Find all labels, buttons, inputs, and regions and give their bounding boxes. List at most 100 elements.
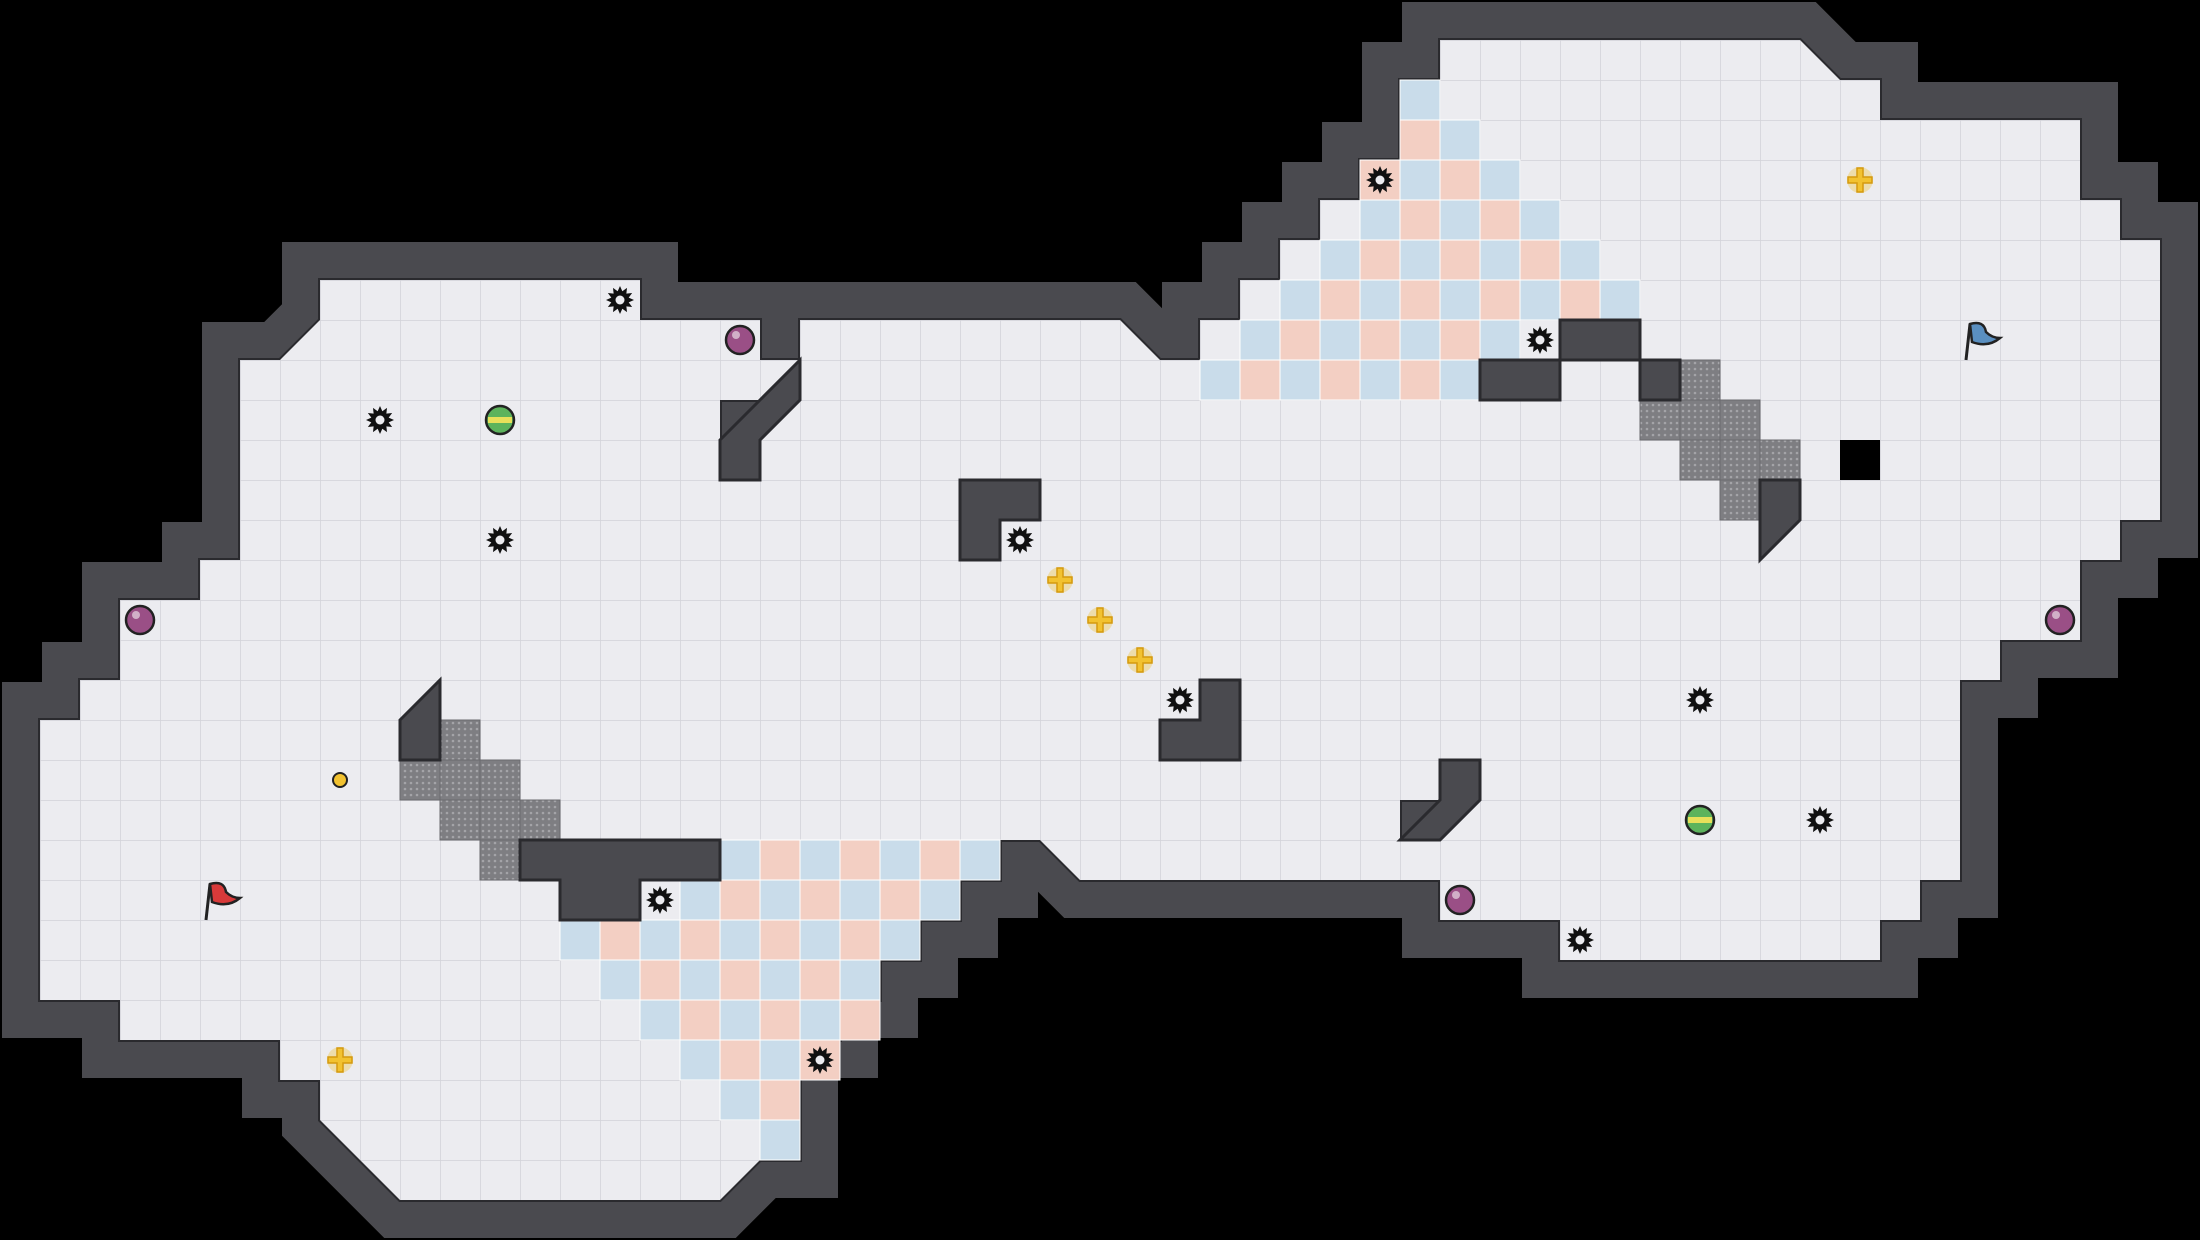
colored-tile (1439, 279, 1481, 321)
spiky-mine-icon (646, 886, 674, 914)
spike-center (1375, 175, 1385, 185)
spiky-mine-icon (1806, 806, 1834, 834)
orb-body (2044, 604, 2076, 636)
colored-tile (879, 879, 921, 921)
colored-tile (1199, 359, 1241, 401)
floor-grate (1719, 479, 1761, 521)
spiky-mine-icon (806, 1046, 834, 1074)
spike-center (1175, 695, 1185, 705)
colored-tile (1439, 319, 1481, 361)
colored-tile (1399, 359, 1441, 401)
spiky-mine-icon (1686, 686, 1714, 714)
inner-wall-block (1478, 318, 1682, 402)
spiky-mine-icon (486, 526, 514, 554)
green-orb-icon (1684, 804, 1716, 836)
coin-cross (1087, 607, 1113, 633)
colored-tile (639, 919, 681, 961)
colored-tile (1439, 119, 1481, 161)
spiky-mine-icon (1366, 166, 1394, 194)
colored-tile (679, 959, 721, 1001)
spike-center (1015, 535, 1025, 545)
flag-pole (1964, 323, 1972, 361)
colored-tile (1399, 319, 1441, 361)
colored-tile (879, 919, 921, 961)
blue-flag-icon (1964, 321, 2004, 361)
gold-coin-icon (1087, 607, 1113, 633)
colored-tile (1359, 359, 1401, 401)
orb-body (724, 324, 756, 356)
orb-band (1688, 817, 1712, 823)
inner-walls (398, 318, 1802, 922)
colored-tile (1479, 159, 1521, 201)
spike-center (1575, 935, 1585, 945)
pit-hole-icon (1840, 440, 1880, 480)
floor-grate (479, 839, 521, 881)
purple-orb-icon (724, 324, 756, 356)
colored-tile (1319, 319, 1361, 361)
colored-tile (679, 919, 721, 961)
colored-tile (759, 879, 801, 921)
purple-orb-icon (124, 604, 156, 636)
pellet-body (332, 772, 348, 788)
colored-tile (1479, 199, 1521, 241)
colored-tile (719, 1039, 761, 1081)
colored-tile (719, 1079, 761, 1121)
colored-tile (1399, 199, 1441, 241)
colored-tile (1519, 239, 1561, 281)
inner-wall-block (1158, 678, 1242, 762)
colored-tile (599, 959, 641, 1001)
coin-cross (327, 1047, 353, 1073)
colored-tile (1319, 239, 1361, 281)
colored-tile (839, 999, 881, 1041)
spiky-mine-icon (1566, 926, 1594, 954)
colored-tile (1359, 279, 1401, 321)
colored-tile (1519, 279, 1561, 321)
colored-tile (1239, 319, 1281, 361)
orb-shine (1452, 891, 1460, 899)
coin-cross (1127, 647, 1153, 673)
colored-tile (1439, 359, 1481, 401)
colored-tile (1479, 239, 1521, 281)
colored-tile (1519, 199, 1561, 241)
orb-shine (132, 611, 140, 619)
purple-orb-icon (1444, 884, 1476, 916)
gold-coin-icon (1047, 567, 1073, 593)
colored-tile (759, 959, 801, 1001)
colored-tile (639, 959, 681, 1001)
spike-center (1815, 815, 1825, 825)
colored-tile (1439, 159, 1481, 201)
colored-tile (839, 959, 881, 1001)
floor-grate (439, 759, 481, 801)
colored-tile (839, 879, 881, 921)
level-items (124, 166, 2076, 1074)
red-flag-icon (204, 881, 244, 921)
colored-tile (679, 1039, 721, 1081)
inner-wall-block (1758, 478, 1802, 564)
colored-tile (1399, 79, 1441, 121)
colored-tile (839, 919, 881, 961)
colored-tile (1279, 319, 1321, 361)
colored-tile (759, 999, 801, 1041)
colored-tile (1599, 279, 1641, 321)
colored-tile (759, 1119, 801, 1161)
floor-grate (1639, 399, 1681, 441)
colored-tile (1399, 279, 1441, 321)
colored-tile (1319, 279, 1361, 321)
floor-grate (1679, 439, 1721, 481)
colored-tile (1359, 319, 1401, 361)
colored-tile (1439, 239, 1481, 281)
colored-tile (799, 999, 841, 1041)
colored-tile (719, 999, 761, 1041)
floor-grate (519, 799, 561, 841)
colored-tile (1479, 279, 1521, 321)
gold-coin-icon (1127, 647, 1153, 673)
colored-tile (839, 839, 881, 881)
spiky-mine-icon (1006, 526, 1034, 554)
colored-tile (679, 879, 721, 921)
colored-tile (799, 959, 841, 1001)
small-gold-pellet-icon (332, 772, 348, 788)
colored-tile (1399, 159, 1441, 201)
colored-tile (1279, 359, 1321, 401)
floor-grate (399, 759, 441, 801)
colored-tile (1359, 239, 1401, 281)
